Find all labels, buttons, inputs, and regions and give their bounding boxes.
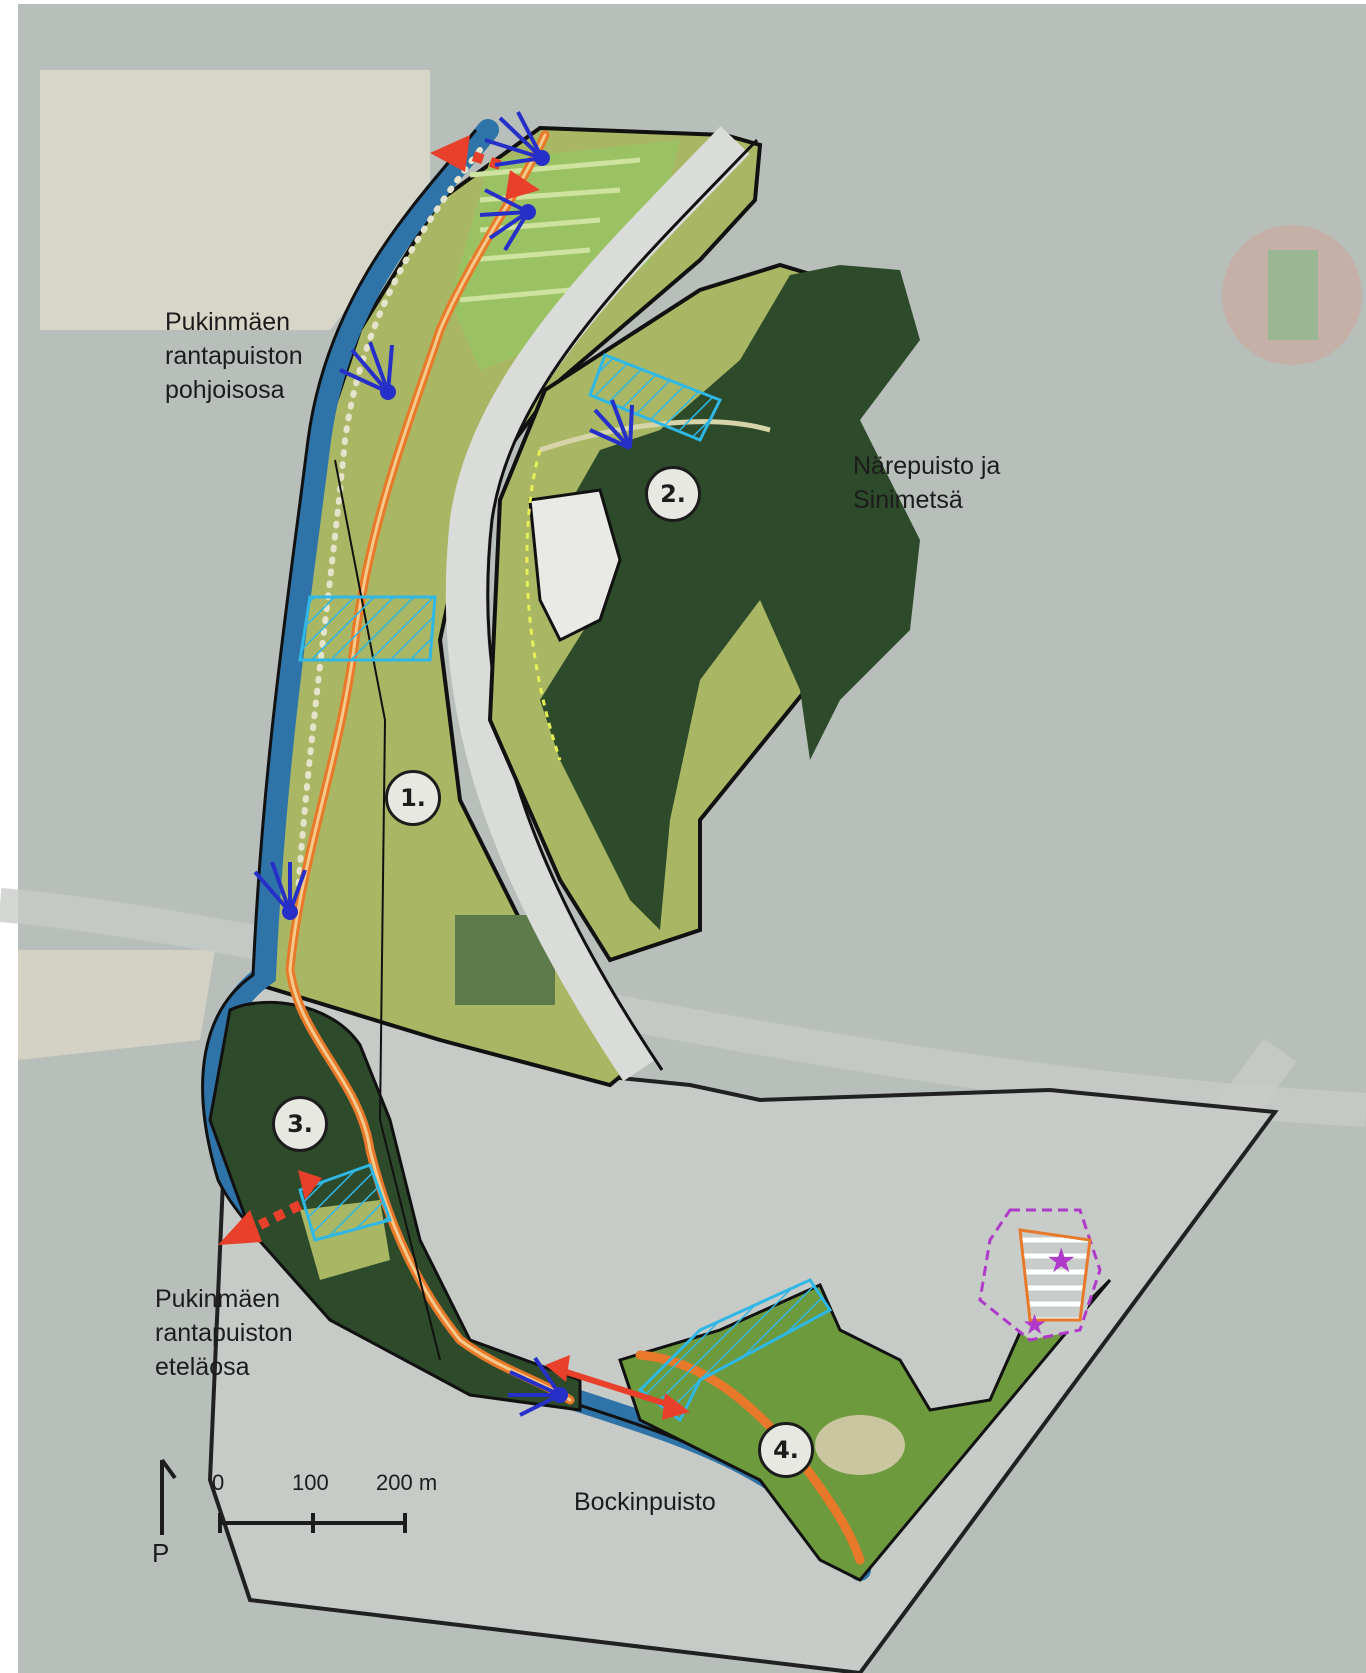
crossing-zone-3 <box>298 1163 392 1242</box>
central-road-edge <box>486 138 759 1071</box>
area-3-number: 3. <box>287 1110 313 1138</box>
label-narepuisto: Närepuisto ja Sinimetsä <box>853 450 1000 518</box>
area-1-number: 1. <box>400 784 426 812</box>
forest-path <box>539 419 771 453</box>
viewpoint-5 <box>253 861 307 920</box>
viewpoint-6 <box>508 1356 568 1417</box>
viewpoint-1 <box>484 111 550 167</box>
area-4-marker: 4. <box>758 1422 814 1478</box>
label-bockinpuisto-text: Bockinpuisto <box>574 1488 716 1516</box>
river <box>203 119 871 1581</box>
scale-tick-0: 0 <box>212 1470 225 1495</box>
label-north-park-line3: pohjoisosa <box>165 375 285 404</box>
area-4-number: 4. <box>773 1436 799 1464</box>
area-2-marker: 2. <box>645 466 701 522</box>
viewpoint-2 <box>479 188 536 252</box>
label-bockinpuisto: Bockinpuisto <box>574 1486 716 1520</box>
highlight-star-icon: ★ <box>1046 1241 1076 1281</box>
label-south-park-line2: rantapuiston <box>155 1318 293 1347</box>
field-west <box>18 950 215 1060</box>
arrow-north-west-head <box>430 135 470 172</box>
scale-tick-100: 100 <box>292 1470 329 1495</box>
label-narepuisto-line1: Närepuisto ja <box>853 452 1001 480</box>
area-3-marker: 3. <box>272 1096 328 1152</box>
power-line <box>334 459 441 1361</box>
label-south-park: Pukinmäen rantapuiston eteläosa <box>155 1283 293 1384</box>
terrace-lines <box>459 157 641 303</box>
crossing-zone-4 <box>637 1278 833 1423</box>
arrow-south-dashed <box>257 1200 303 1230</box>
scale-bar <box>218 1513 407 1533</box>
label-north-park-line2: rantapuiston <box>165 341 303 370</box>
scale-tick-200: 200 m <box>376 1470 438 1495</box>
sports-field <box>1268 250 1318 340</box>
building-block <box>528 488 622 643</box>
crossing-zone-2 <box>588 353 723 442</box>
boundary-west-line <box>201 129 850 1571</box>
north-arrow-label: P <box>152 1538 170 1568</box>
area-2-dashed-edge <box>525 449 562 761</box>
narepuisto-forest <box>540 265 920 930</box>
north-arrow-icon <box>160 1458 177 1535</box>
crossing-zone-1 <box>298 595 437 662</box>
arrow-south-east-head <box>298 1170 322 1200</box>
viewpoint-4 <box>589 399 634 450</box>
area-4-lawn <box>815 1415 905 1475</box>
label-south-park-line3: eteläosa <box>155 1352 250 1381</box>
highlight-building <box>1018 1228 1092 1322</box>
area-1-marker: 1. <box>385 770 441 826</box>
label-narepuisto-line2: Sinimetsä <box>853 485 963 514</box>
main-path-center <box>288 133 572 1402</box>
label-north-park-line1: Pukinmäen <box>165 308 291 336</box>
label-north-park: Pukinmäen rantapuiston pohjoisosa <box>165 306 303 407</box>
arrow-bockinpuisto-west-head <box>545 1355 570 1382</box>
arrow-bockinpuisto-line <box>559 1367 671 1408</box>
riverside-dotted-path <box>292 147 483 943</box>
label-south-park-line1: Pukinmäen <box>155 1285 281 1313</box>
arrow-bockinpuisto-east-head <box>662 1393 690 1420</box>
viewpoint-3 <box>339 341 396 400</box>
highlight-star-small-icon: ★ <box>1022 1308 1047 1341</box>
arrow-south-west-head <box>218 1210 262 1245</box>
area-2-number: 2. <box>660 480 686 508</box>
central-road <box>445 126 750 1082</box>
field-northwest <box>40 70 430 330</box>
arrow-north-east-head <box>505 170 540 200</box>
